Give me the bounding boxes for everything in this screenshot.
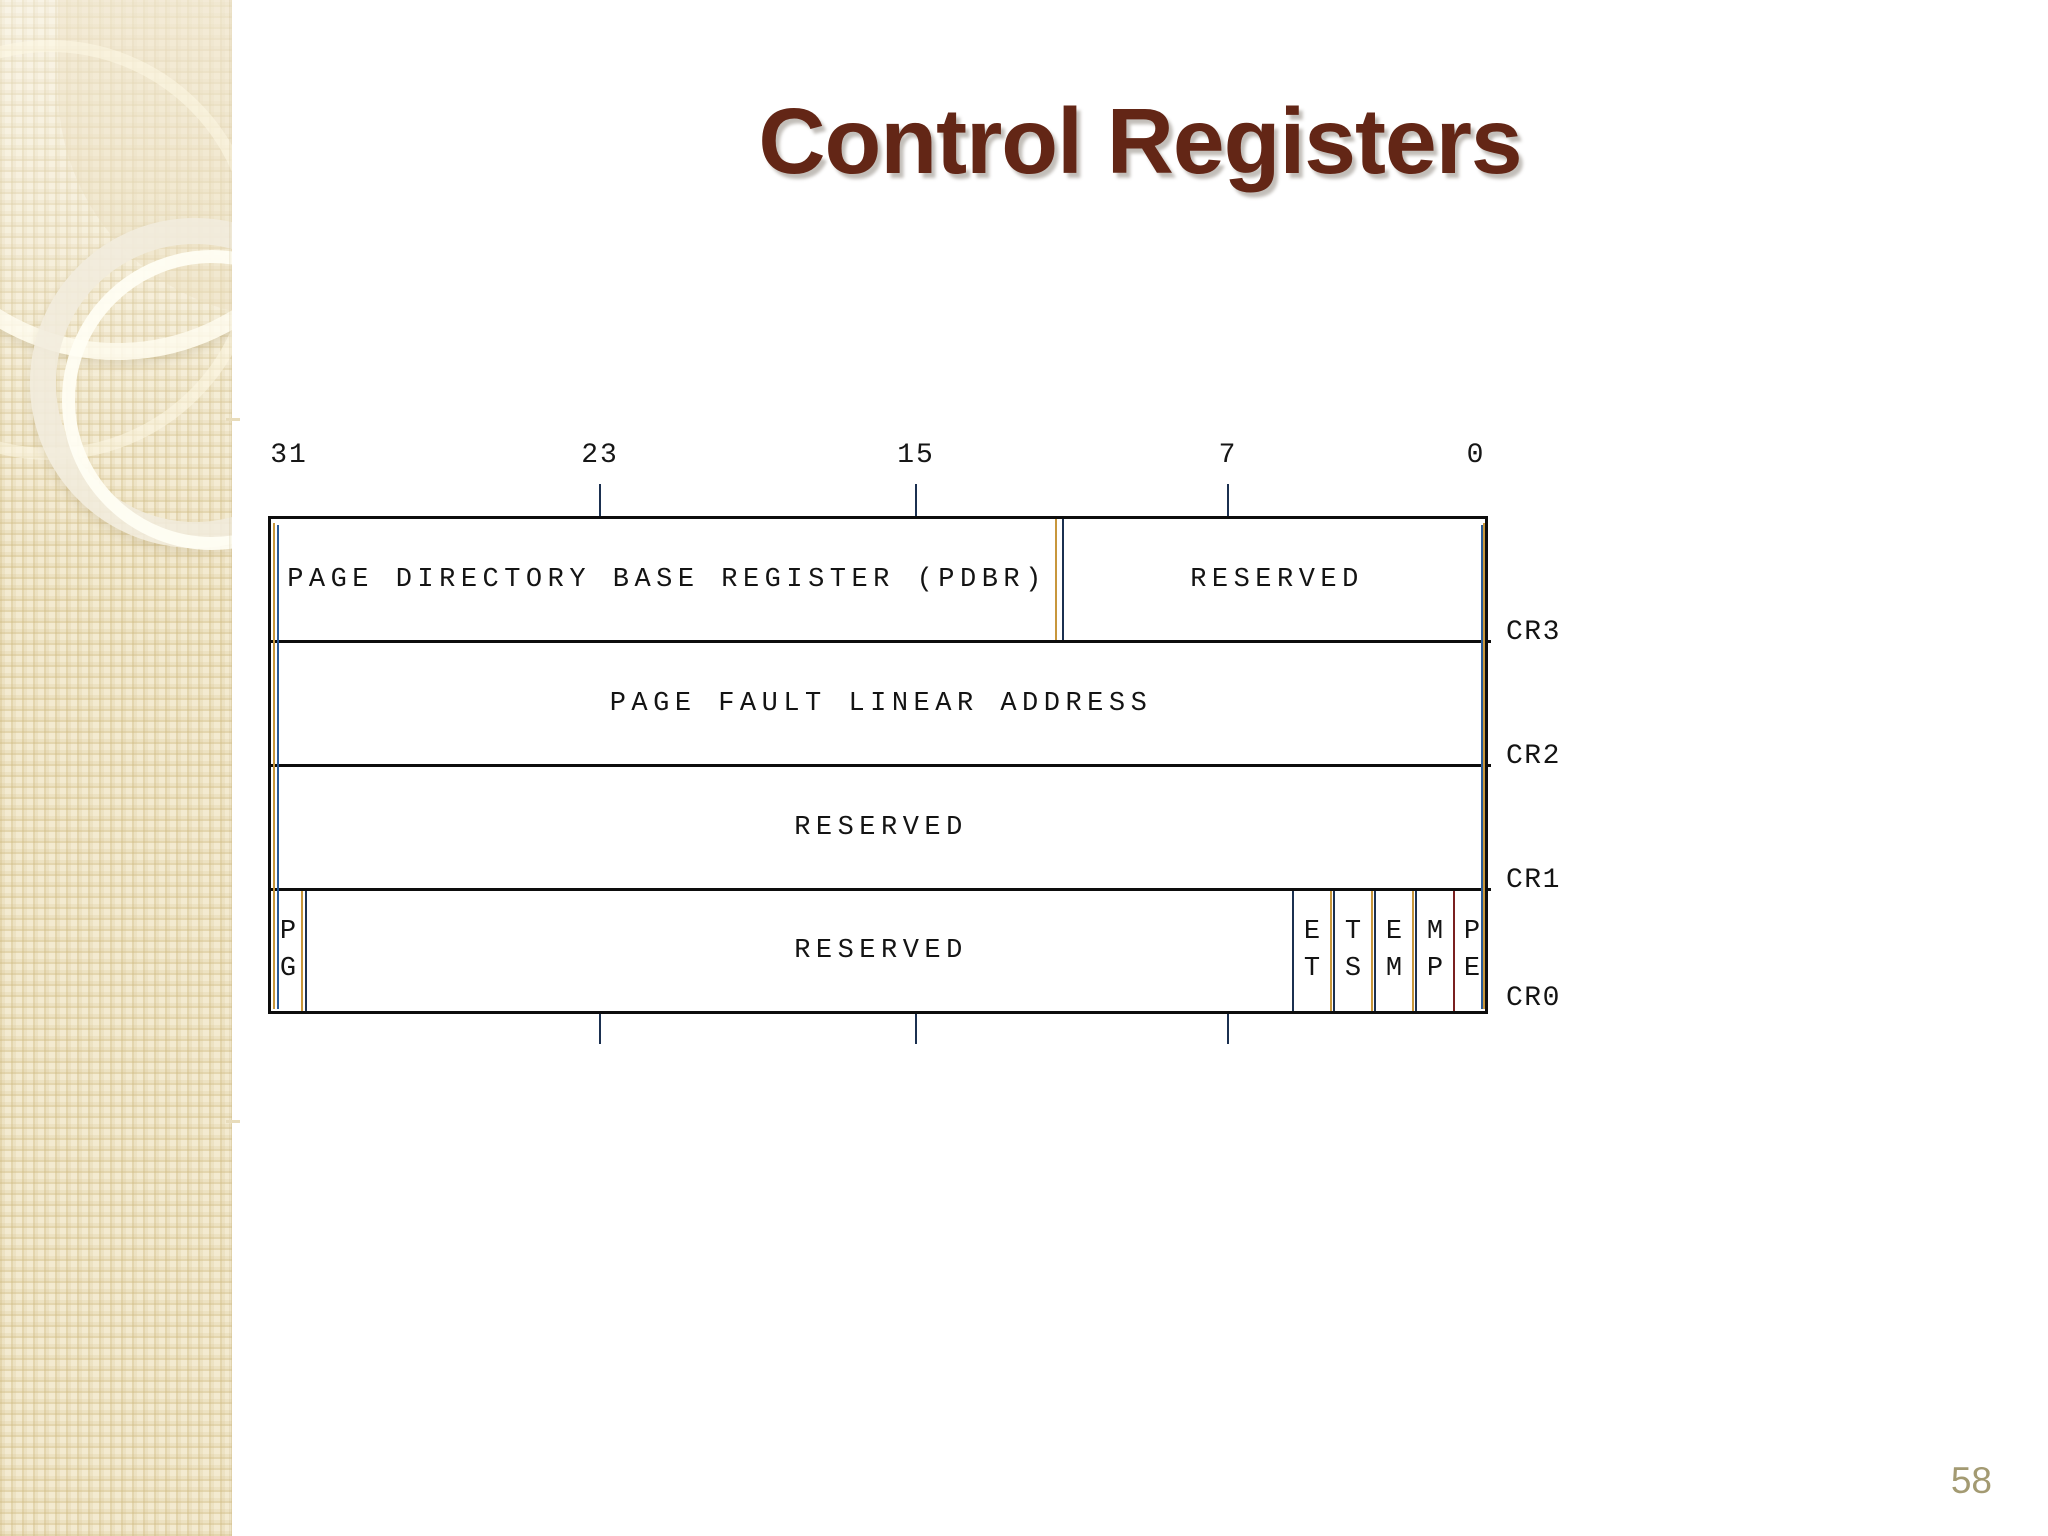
bit-label-15: 15 (897, 440, 935, 471)
flag-et-top: E (1303, 916, 1321, 947)
cr0-flagzone-divider (1292, 891, 1294, 1011)
cr0-div-et-gold (1330, 891, 1332, 1011)
register-label-cr2: CR2 (1506, 741, 1561, 772)
sidebar-notch-top (226, 418, 240, 421)
cr0-pg-divider-blue (305, 891, 307, 1011)
sidebar-edge (229, 0, 232, 1536)
bit-tick-bottom-7 (1227, 1014, 1229, 1044)
bit-tick-top-23 (599, 484, 601, 516)
register-diagram: 31 23 15 7 0 PAGE DIRECTORY BASE REGISTE… (268, 440, 2008, 1080)
bit-label-0: 0 (1466, 440, 1486, 471)
flag-pg-top: P (279, 916, 297, 947)
flag-em: E M (1374, 891, 1414, 1011)
bit-label-31: 31 (270, 440, 308, 471)
cr3-divider-blue (1062, 519, 1064, 640)
page-title: Control Registers (758, 89, 1522, 193)
bit-tick-top-15 (915, 484, 917, 516)
flag-pe-top: P (1463, 916, 1481, 947)
flag-em-top: E (1385, 916, 1403, 947)
field-cr1-reserved: RESERVED (794, 812, 968, 843)
flag-et-bottom: T (1303, 954, 1321, 984)
flag-mp: M P (1415, 891, 1455, 1011)
cr0-div-em-gold (1412, 891, 1414, 1011)
bit-tick-top-7 (1227, 484, 1229, 516)
register-row-cr3: PAGE DIRECTORY BASE REGISTER (PDBR) RESE… (271, 519, 1491, 643)
flag-pg-bottom: G (279, 954, 297, 984)
flag-pg: P G (271, 891, 305, 1011)
flag-em-bottom: M (1385, 954, 1403, 984)
decorative-sidebar (0, 0, 232, 1536)
flag-ts-bottom: S (1344, 954, 1362, 984)
bit-label-23: 23 (581, 440, 619, 471)
register-row-cr1: RESERVED (271, 767, 1491, 891)
cr0-pg-divider-gold (301, 891, 303, 1011)
field-pdbr: PAGE DIRECTORY BASE REGISTER (PDBR) (287, 564, 1047, 595)
register-frame: PAGE DIRECTORY BASE REGISTER (PDBR) RESE… (268, 516, 1491, 1014)
bit-label-7: 7 (1218, 440, 1238, 471)
bit-tick-bottom-15 (915, 1014, 917, 1044)
flag-mp-top: M (1426, 916, 1444, 947)
flag-pe: P E (1453, 891, 1491, 1011)
cr0-div-ts (1374, 891, 1376, 1011)
cr0-div-et (1333, 891, 1335, 1011)
register-row-cr2: PAGE FAULT LINEAR ADDRESS (271, 643, 1491, 767)
register-label-cr0: CR0 (1506, 983, 1561, 1014)
field-cr3-reserved: RESERVED (1190, 564, 1364, 595)
register-label-cr3: CR3 (1506, 617, 1561, 648)
cr0-div-em (1415, 891, 1417, 1011)
flag-ts: T S (1333, 891, 1373, 1011)
flag-mp-bottom: P (1426, 954, 1444, 984)
register-row-cr0: P G RESERVED E T T S (271, 891, 1491, 1011)
flag-pe-bottom: E (1463, 954, 1481, 984)
cr0-div-ts-gold (1371, 891, 1373, 1011)
flag-et: E T (1292, 891, 1332, 1011)
cr0-div-mp (1453, 891, 1455, 1011)
flag-ts-top: T (1344, 916, 1362, 947)
bit-tick-bottom-23 (599, 1014, 601, 1044)
field-page-fault-linear-address: PAGE FAULT LINEAR ADDRESS (609, 688, 1153, 719)
field-cr0-reserved: RESERVED (794, 936, 968, 966)
sidebar-notch-bottom (226, 1120, 240, 1123)
register-label-cr1: CR1 (1506, 865, 1561, 896)
slide-page-number: 58 (1950, 1460, 1992, 1501)
cr3-divider-gold (1055, 519, 1057, 640)
